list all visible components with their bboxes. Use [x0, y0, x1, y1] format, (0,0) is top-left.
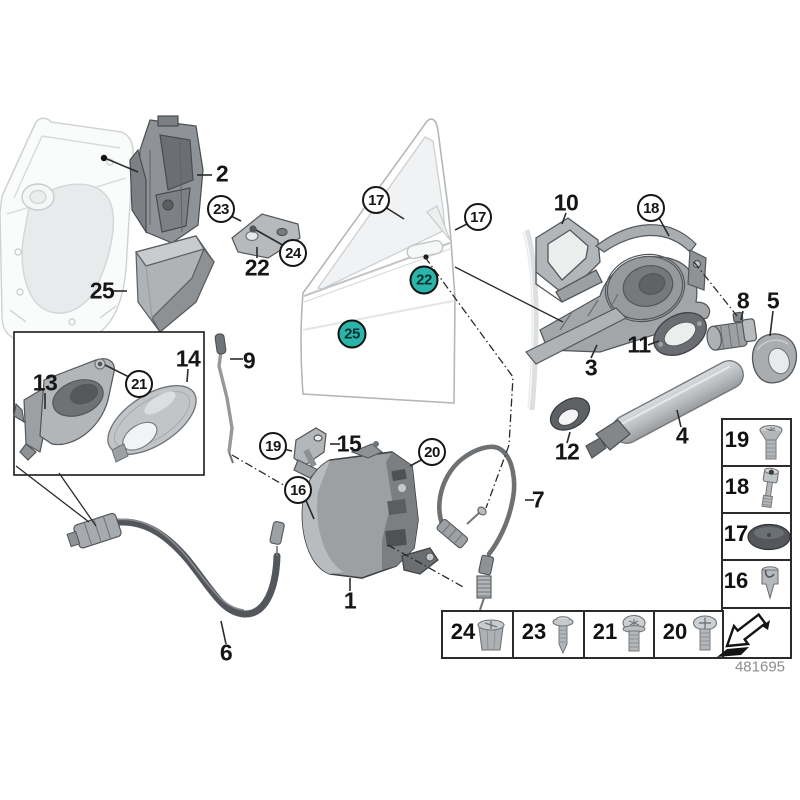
legend-label-21: 21	[592, 619, 618, 644]
check-bracket-part-15	[293, 427, 327, 479]
socket-head-bolt-icon	[761, 467, 779, 509]
bracket-part-10	[535, 217, 603, 303]
fastener-icons	[477, 424, 791, 657]
expansion-nut-icon	[477, 619, 505, 651]
callout-3[interactable]: 3	[584, 354, 598, 381]
callout-13[interactable]: 13	[32, 369, 58, 396]
callout-5[interactable]: 5	[766, 287, 780, 314]
inner-door-handle-part-13	[13, 358, 115, 461]
lock-cylinder-part-8	[706, 311, 758, 351]
callout-7[interactable]: 7	[531, 486, 545, 513]
legend-label-17: 17	[723, 521, 749, 546]
callout-24-circled[interactable]: 24	[279, 239, 307, 267]
bracket-part-25	[135, 235, 215, 333]
callout-15[interactable]: 15	[336, 430, 362, 457]
callout-21-circled[interactable]: 21	[125, 370, 153, 398]
gasket-part-11	[653, 312, 707, 356]
legend-label-23: 23	[521, 619, 547, 644]
bowden-cable-part-7	[436, 444, 517, 611]
lock-rod-part-9	[214, 333, 234, 464]
callout-2[interactable]: 2	[215, 160, 229, 187]
door-rear-edge	[522, 229, 539, 411]
legend-label-16: 16	[723, 568, 749, 593]
bowden-cable-part-6	[66, 512, 285, 618]
callout-23-circled[interactable]: 23	[207, 195, 235, 223]
inner-handle-box	[13, 331, 205, 476]
door-inner-shell-sketch	[0, 117, 134, 343]
callout-9[interactable]: 9	[242, 347, 256, 374]
diagram-number: 481695	[734, 658, 786, 676]
callout-8[interactable]: 8	[736, 287, 750, 314]
legend-label-24: 24	[450, 619, 476, 644]
callout-14[interactable]: 14	[175, 345, 201, 372]
door-lock-part-1	[301, 441, 439, 579]
torx-pan-screw-icon	[622, 614, 646, 652]
cylinder-cap-part-5	[751, 333, 798, 384]
keyhole-dot	[423, 254, 429, 260]
callout-11[interactable]: 11	[627, 331, 651, 358]
handle-gasket-part-12	[549, 397, 591, 431]
callout-10[interactable]: 10	[553, 189, 579, 216]
outer-door-handle-part-4	[585, 360, 744, 459]
callout-6[interactable]: 6	[219, 639, 233, 666]
dome-plug-icon	[747, 523, 791, 551]
callout-25-highlighted[interactable]: 25	[337, 319, 367, 349]
callout-18-circled[interactable]: 18	[637, 194, 665, 222]
legend-label-18: 18	[724, 474, 750, 499]
legend-label-19: 19	[724, 427, 750, 452]
lock-module-part-2	[129, 115, 204, 244]
callout-1[interactable]: 1	[343, 587, 357, 614]
callout-16-circled[interactable]: 16	[284, 476, 312, 504]
handle-cover-part-14	[107, 384, 197, 463]
expanding-rivet-icon	[761, 566, 779, 601]
callout-22-highlighted[interactable]: 22	[409, 265, 439, 295]
self-tapping-screw-icon	[552, 616, 574, 655]
callout-25[interactable]: 25	[89, 277, 115, 304]
callout-19-circled[interactable]: 19	[259, 432, 287, 460]
callout-17-circled-b[interactable]: 17	[464, 203, 492, 231]
countersunk-torx-screw-icon	[759, 424, 783, 460]
phillips-pan-screw-icon	[692, 615, 718, 651]
callout-12[interactable]: 12	[554, 438, 580, 465]
front-door-part-17	[300, 118, 456, 404]
callout-22[interactable]: 22	[244, 254, 270, 281]
callout-4[interactable]: 4	[675, 422, 689, 449]
front-left-direction-arrow-icon	[717, 612, 770, 657]
callout-17-circled-a[interactable]: 17	[362, 186, 390, 214]
callout-20-circled[interactable]: 20	[418, 438, 446, 466]
legend-label-20: 20	[662, 619, 688, 644]
